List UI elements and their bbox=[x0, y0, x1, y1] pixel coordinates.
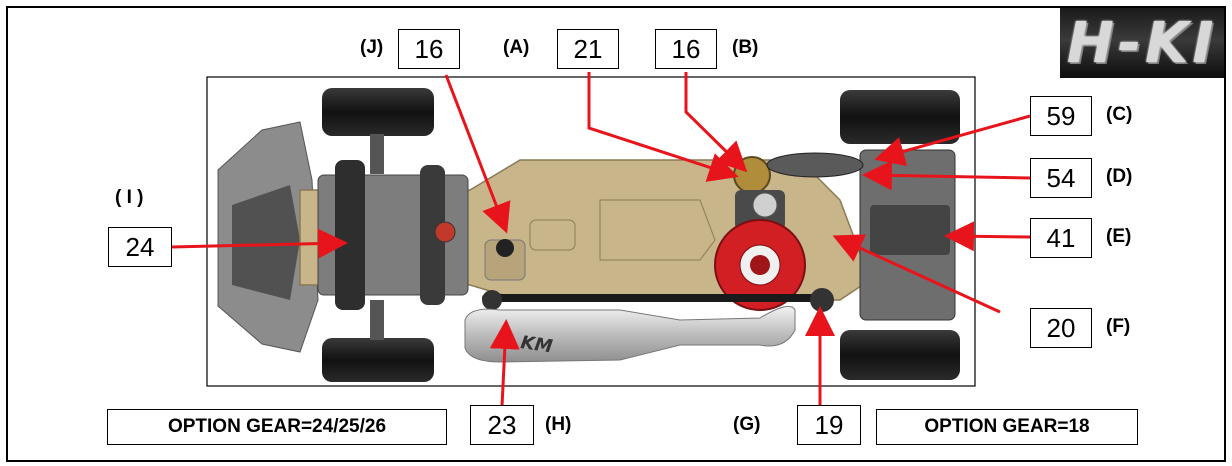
arrow-f bbox=[832, 234, 1001, 314]
front-left-tire bbox=[322, 88, 434, 136]
brand-logo-text: H-KI bbox=[1066, 10, 1218, 76]
svg-text:KM: KM bbox=[519, 332, 554, 357]
callout-letter-e: (E) bbox=[1106, 226, 1132, 247]
callout-letter-a: (A) bbox=[503, 37, 530, 58]
callout-letter-d: (D) bbox=[1106, 166, 1133, 187]
callout-letter-h: (H) bbox=[545, 414, 572, 435]
drive-belt bbox=[482, 294, 827, 302]
callout-number-c: 59 bbox=[1030, 96, 1092, 136]
callout-number-b: 16 bbox=[655, 29, 717, 69]
callout-letter-g: (G) bbox=[733, 414, 761, 435]
rear-left-tire bbox=[840, 90, 960, 144]
exhaust-pipe bbox=[464, 305, 796, 363]
callout-number-i: 24 bbox=[108, 227, 172, 267]
callout-letter-f: (F) bbox=[1106, 316, 1131, 337]
arrow-j bbox=[444, 74, 511, 234]
option-gear-left: OPTION GEAR=24/25/26 bbox=[107, 409, 447, 445]
arrow-b bbox=[684, 72, 748, 173]
arrow-d bbox=[862, 160, 1031, 191]
callout-letter-j: (J) bbox=[360, 37, 384, 58]
arrow-i bbox=[171, 228, 348, 259]
callout-number-f: 20 bbox=[1030, 308, 1092, 348]
arrow-e bbox=[944, 221, 1031, 252]
rear-right-tire bbox=[840, 330, 960, 380]
callout-number-a: 21 bbox=[557, 29, 619, 69]
arrow-a bbox=[587, 72, 739, 182]
callout-letter-b: (B) bbox=[732, 37, 759, 58]
front-right-tire bbox=[322, 338, 434, 382]
callout-number-d: 54 bbox=[1030, 158, 1092, 198]
callout-number-h: 23 bbox=[470, 405, 534, 445]
callout-arrows bbox=[171, 72, 1031, 408]
arrow-c bbox=[874, 114, 1031, 166]
brand-logo: H-KI bbox=[1060, 8, 1224, 78]
callout-number-j: 16 bbox=[398, 29, 460, 69]
arrow-h bbox=[489, 319, 520, 407]
callout-number-g: 19 bbox=[797, 405, 861, 445]
callout-letter-c: (C) bbox=[1106, 104, 1133, 125]
callout-letter-i: ( I ) bbox=[115, 187, 144, 208]
option-gear-right: OPTION GEAR=18 bbox=[876, 409, 1138, 445]
callout-number-e: 41 bbox=[1030, 218, 1092, 258]
